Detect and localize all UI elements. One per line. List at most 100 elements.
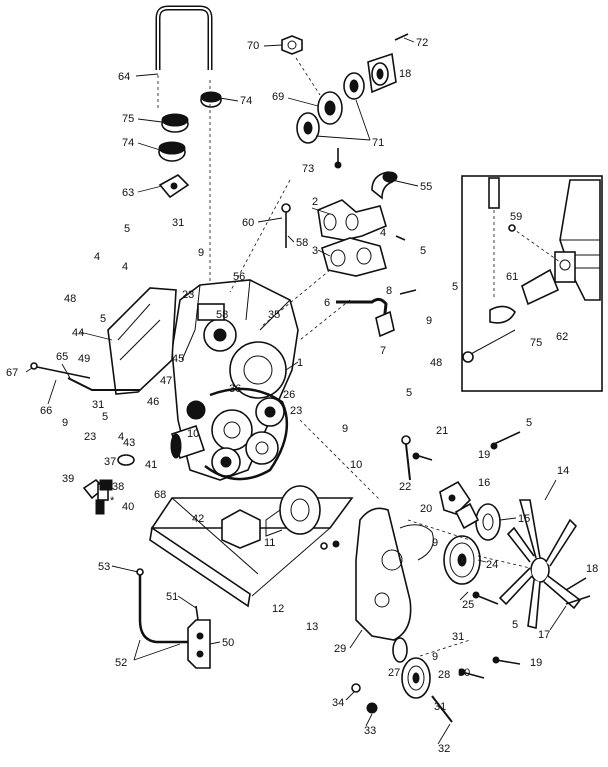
callout-19-b: 19 xyxy=(530,657,542,669)
callout-45: 45 xyxy=(172,353,184,365)
callout-44: 44 xyxy=(72,327,84,339)
callout-12: 12 xyxy=(272,603,284,615)
callout-2: 2 xyxy=(312,196,318,208)
callout-59: 59 xyxy=(510,211,522,223)
spacer-71-a xyxy=(296,112,320,144)
callout-30: 30 xyxy=(458,667,470,679)
callout-5: 5 xyxy=(124,223,130,235)
callout-74: 74 xyxy=(240,95,252,107)
callout-7: 7 xyxy=(380,345,386,357)
switch-38 xyxy=(99,479,113,491)
callout-71: 71 xyxy=(372,137,384,149)
callout-25: 25 xyxy=(462,599,474,611)
callout-67: 67 xyxy=(6,367,18,379)
callout-26: 26 xyxy=(283,389,295,401)
callout-42: 42 xyxy=(192,513,204,525)
callout-1: 1 xyxy=(297,357,303,369)
callout-labels: 1 2 3 4 5 6 7 8 9 10 11 12 13 14 15 16 1… xyxy=(6,37,598,755)
callout-27: 27 xyxy=(388,667,400,679)
callout-10-b: 10 xyxy=(350,459,362,471)
callout-43: 43 xyxy=(123,437,135,449)
callout-15: 15 xyxy=(518,513,530,525)
callout-29: 29 xyxy=(334,643,346,655)
bolt-60 xyxy=(281,203,291,248)
callout-41: 41 xyxy=(145,459,157,471)
callout-9-e: 9 xyxy=(432,537,438,549)
callout-31-b: 31 xyxy=(92,399,104,411)
bolt-22 xyxy=(401,435,411,481)
engine-base-plate xyxy=(149,497,354,608)
callout-69: 69 xyxy=(272,91,284,103)
callout-47: 47 xyxy=(160,375,172,387)
callout-36: 36 xyxy=(229,383,241,395)
callout-5-f: 5 xyxy=(526,417,532,429)
callout-4-b: 4 xyxy=(94,251,100,263)
spacer-69 xyxy=(317,91,343,125)
callout-24: 24 xyxy=(486,559,498,571)
callout-61: 61 xyxy=(506,271,518,283)
callout-19: 19 xyxy=(478,449,490,461)
callout-20: 20 xyxy=(420,503,432,515)
fitting-37 xyxy=(117,454,135,466)
callout-4: 4 xyxy=(122,261,128,273)
water-pump-pulley-15 xyxy=(475,503,501,541)
callout-49: 49 xyxy=(78,353,90,365)
callout-58: 58 xyxy=(296,237,308,249)
callout-23: 23 xyxy=(182,289,194,301)
spacer-71-b xyxy=(343,72,365,100)
callout-5-g: 5 xyxy=(512,619,518,631)
callout-46: 46 xyxy=(147,396,159,408)
callout-9-b: 9 xyxy=(198,247,204,259)
callout-75-b: 75 xyxy=(530,337,542,349)
callout-22: 22 xyxy=(399,481,411,493)
callout-5-e: 5 xyxy=(406,387,412,399)
callout-40: 40 xyxy=(122,501,134,513)
bolt-21 xyxy=(412,452,433,461)
callout-8: 8 xyxy=(386,285,392,297)
callout-51: 51 xyxy=(166,591,178,603)
callout-5-h: 5 xyxy=(452,281,458,293)
callout-74-b: 74 xyxy=(122,137,134,149)
callout-64: 64 xyxy=(118,71,130,83)
callout-16: 16 xyxy=(478,477,490,489)
callout-17: 17 xyxy=(538,629,550,641)
callout-13: 13 xyxy=(306,621,318,633)
callout-5-c: 5 xyxy=(420,245,426,257)
callout-9-c: 9 xyxy=(342,423,348,435)
callout-56: 56 xyxy=(233,271,245,283)
callout-39: 39 xyxy=(62,473,74,485)
callout-55: 55 xyxy=(420,181,432,193)
callout-58-b: 58 xyxy=(216,309,228,321)
callout-18: 18 xyxy=(399,68,411,80)
callout-4-d: 4 xyxy=(118,431,124,443)
shaft-6 xyxy=(336,297,388,323)
callout-5-d: 5 xyxy=(102,411,108,423)
callout-31-c: 31 xyxy=(452,631,464,643)
callout-10: 10 xyxy=(187,428,199,440)
callout-14: 14 xyxy=(557,465,569,477)
callout-73: 73 xyxy=(302,163,314,175)
callout-5-b: 5 xyxy=(100,313,106,325)
clamp-74-upper xyxy=(200,91,222,108)
cover-plate-44 xyxy=(107,287,177,395)
callout-72: 72 xyxy=(416,37,428,49)
inset-detail-frame xyxy=(461,175,603,392)
callout-21: 21 xyxy=(436,425,448,437)
starter-10 xyxy=(170,424,206,460)
inset-engine-block xyxy=(462,177,601,363)
callout-34: 34 xyxy=(332,697,344,709)
stud-67 xyxy=(30,362,91,379)
callout-70: 70 xyxy=(247,40,259,52)
callout-35: 35 xyxy=(268,309,280,321)
fan-14 xyxy=(498,499,582,630)
callout-50: 50 xyxy=(222,637,234,649)
callout-63: 63 xyxy=(122,187,134,199)
star-mark: * xyxy=(110,495,115,507)
dipstick-tube-64 xyxy=(155,5,213,70)
leader-lines xyxy=(25,37,567,745)
callout-66: 66 xyxy=(40,405,52,417)
pulley-28 xyxy=(401,657,431,699)
callout-68: 68 xyxy=(154,489,166,501)
hub-27 xyxy=(392,637,408,663)
drain-tube-65 xyxy=(67,377,140,391)
